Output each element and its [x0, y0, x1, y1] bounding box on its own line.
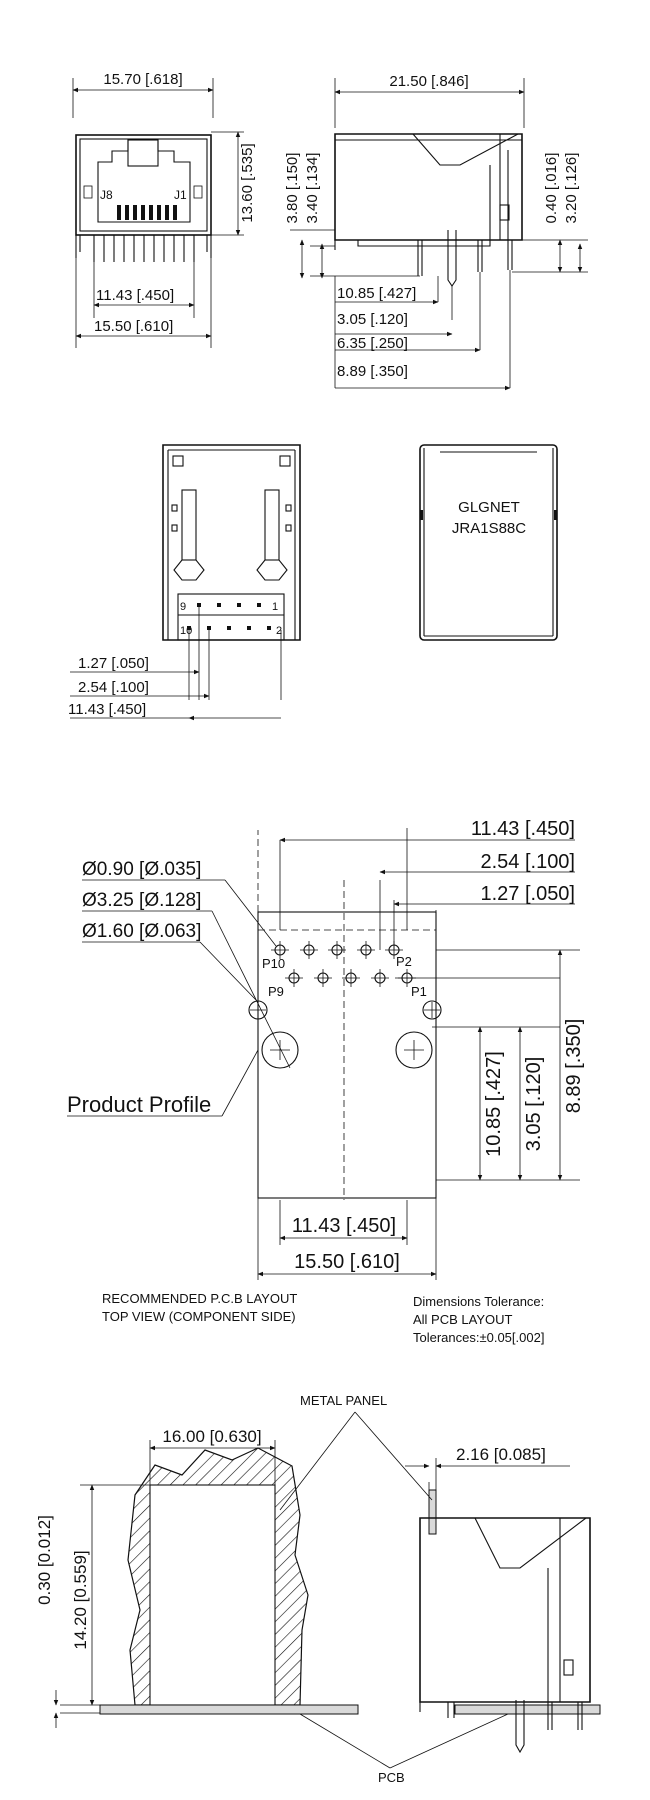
bottom-pin-1: 1: [272, 601, 278, 613]
bottom-pins: [187, 603, 271, 630]
pin-p2-label: P2: [396, 954, 412, 969]
cutout-width-label: 16.00 [0.630]: [162, 1427, 261, 1446]
panel-gap-label: 2.16 [0.085]: [456, 1445, 546, 1464]
side-right-dim-a: 0.40 [.016]: [543, 153, 560, 224]
top-housing: [419, 444, 558, 641]
hole-small-label: Ø0.90 [Ø.035]: [82, 859, 201, 880]
bottom-pin-2: 2: [276, 625, 282, 637]
product-profile-label: Product Profile: [67, 1092, 211, 1117]
bottom-pin-9: 9: [180, 601, 186, 613]
bottom-pin-10: 10: [180, 625, 192, 637]
side-right-dim-b: 3.20 [.126]: [563, 153, 580, 224]
tolerance-line3: Tolerances:±0.05[.002]: [413, 1330, 544, 1345]
side-dim-3: 6.35 [.250]: [337, 335, 408, 352]
side-view: 21.50 [.846] 3.80 [.150] 3.40 [.134]: [284, 73, 588, 391]
pcb-vdim-1-label: 10.85 [.427]: [483, 1051, 505, 1157]
pcb-board-right: [454, 1704, 601, 1715]
pin-p10-label: P10: [262, 956, 285, 971]
bottom-pitch-label: 1.27 [.050]: [78, 655, 149, 672]
pcb-caption-line1: RECOMMENDED P.C.B LAYOUT: [102, 1291, 297, 1306]
pcb-vdim-2-label: 3.05 [.120]: [523, 1057, 545, 1152]
part-number-label: JRA1S88C: [452, 520, 526, 537]
side-pins: [417, 230, 513, 287]
bottom-row-pitch-label: 2.54 [.100]: [78, 679, 149, 696]
front-pins: [93, 235, 195, 262]
mounting-hole-small-left: [248, 1000, 268, 1020]
pcb-span-bottom-inner-label: 11.43 [.450]: [292, 1215, 396, 1237]
side-led: [499, 204, 510, 221]
bottom-span-label: 11.43 [.450]: [68, 701, 146, 718]
cutout-height-label: 14.20 [0.559]: [71, 1550, 90, 1649]
hole-large-label: Ø3.25 [Ø.128]: [82, 890, 201, 911]
side-body: [334, 133, 523, 241]
pcb-vdim-3-label: 8.89 [.350]: [563, 1019, 585, 1114]
mounting-hole-small-right: [422, 1000, 442, 1020]
top-view: GLGNET JRA1S88C: [419, 444, 558, 641]
bottom-view: 9 1 10 2 1.27 [.050] 2.54 [.100] 11.43 […: [68, 444, 301, 721]
bottom-housing: [162, 444, 301, 641]
pin-p9-label: P9: [268, 984, 284, 999]
front-view: 15.70 [.618] J8 J1: [72, 71, 256, 348]
pcb-hole-crosshairs: [271, 941, 416, 987]
side-left-dim-b: 3.40 [.134]: [304, 153, 321, 224]
side-latch: [411, 133, 519, 166]
pcb-pitch-top-label: 2.54 [.100]: [480, 851, 575, 873]
tolerance-line1: Dimensions Tolerance:: [413, 1294, 544, 1309]
jack-j1-label: J1: [174, 188, 187, 202]
side-dim-2: 3.05 [.120]: [337, 311, 408, 328]
front-height-label: 13.60 [.535]: [239, 143, 256, 222]
pcb-half-pitch-label: 1.27 [.050]: [480, 883, 575, 905]
metal-panel-plate: [428, 1489, 437, 1535]
tolerance-line2: All PCB LAYOUT: [413, 1312, 513, 1327]
pcb-label: PCB: [378, 1770, 405, 1785]
product-profile-outline: [257, 911, 437, 1199]
jack-j8-label: J8: [100, 188, 113, 202]
contact-blades: [117, 205, 177, 220]
pcb-board-left: [99, 1704, 359, 1715]
metal-panel-label: METAL PANEL: [300, 1393, 387, 1408]
side-left-dim-a: 3.80 [.150]: [284, 153, 301, 224]
brand-label: GLGNET: [458, 499, 520, 516]
panel-view: 16.00 [0.630] 0.30 [0.012] 14.20 [0.559]…: [35, 1393, 601, 1785]
pcb-span-top-label: 11.43 [.450]: [471, 818, 575, 840]
hole-mid-label: Ø1.60 [Ø.063]: [82, 921, 201, 942]
pcb-layout: 11.43 [.450] 2.54 [.100] 1.27 [.050] P10…: [67, 818, 585, 1345]
pcb-caption-line2: TOP VIEW (COMPONENT SIDE): [102, 1309, 296, 1324]
mounting-hole-large-right: [395, 1031, 433, 1069]
bottom-pin-block: [177, 593, 285, 641]
side-dim-4: 8.89 [.350]: [337, 363, 408, 380]
pin-p1-label: P1: [411, 984, 427, 999]
pin-span-label: 11.43 [.450]: [96, 287, 174, 304]
front-width-bottom-label: 15.50 [.610]: [94, 318, 173, 335]
pcb-span-bottom-outer-label: 15.50 [.610]: [294, 1251, 400, 1273]
mounting-hole-large-left: [261, 1031, 299, 1069]
side-depth-label: 21.50 [.846]: [389, 73, 468, 90]
side-dim-1: 10.85 [.427]: [337, 285, 416, 302]
front-width-top-label: 15.70 [.618]: [103, 71, 182, 88]
panel-thickness-label: 0.30 [0.012]: [35, 1515, 54, 1605]
panel-cutout: [149, 1484, 276, 1706]
